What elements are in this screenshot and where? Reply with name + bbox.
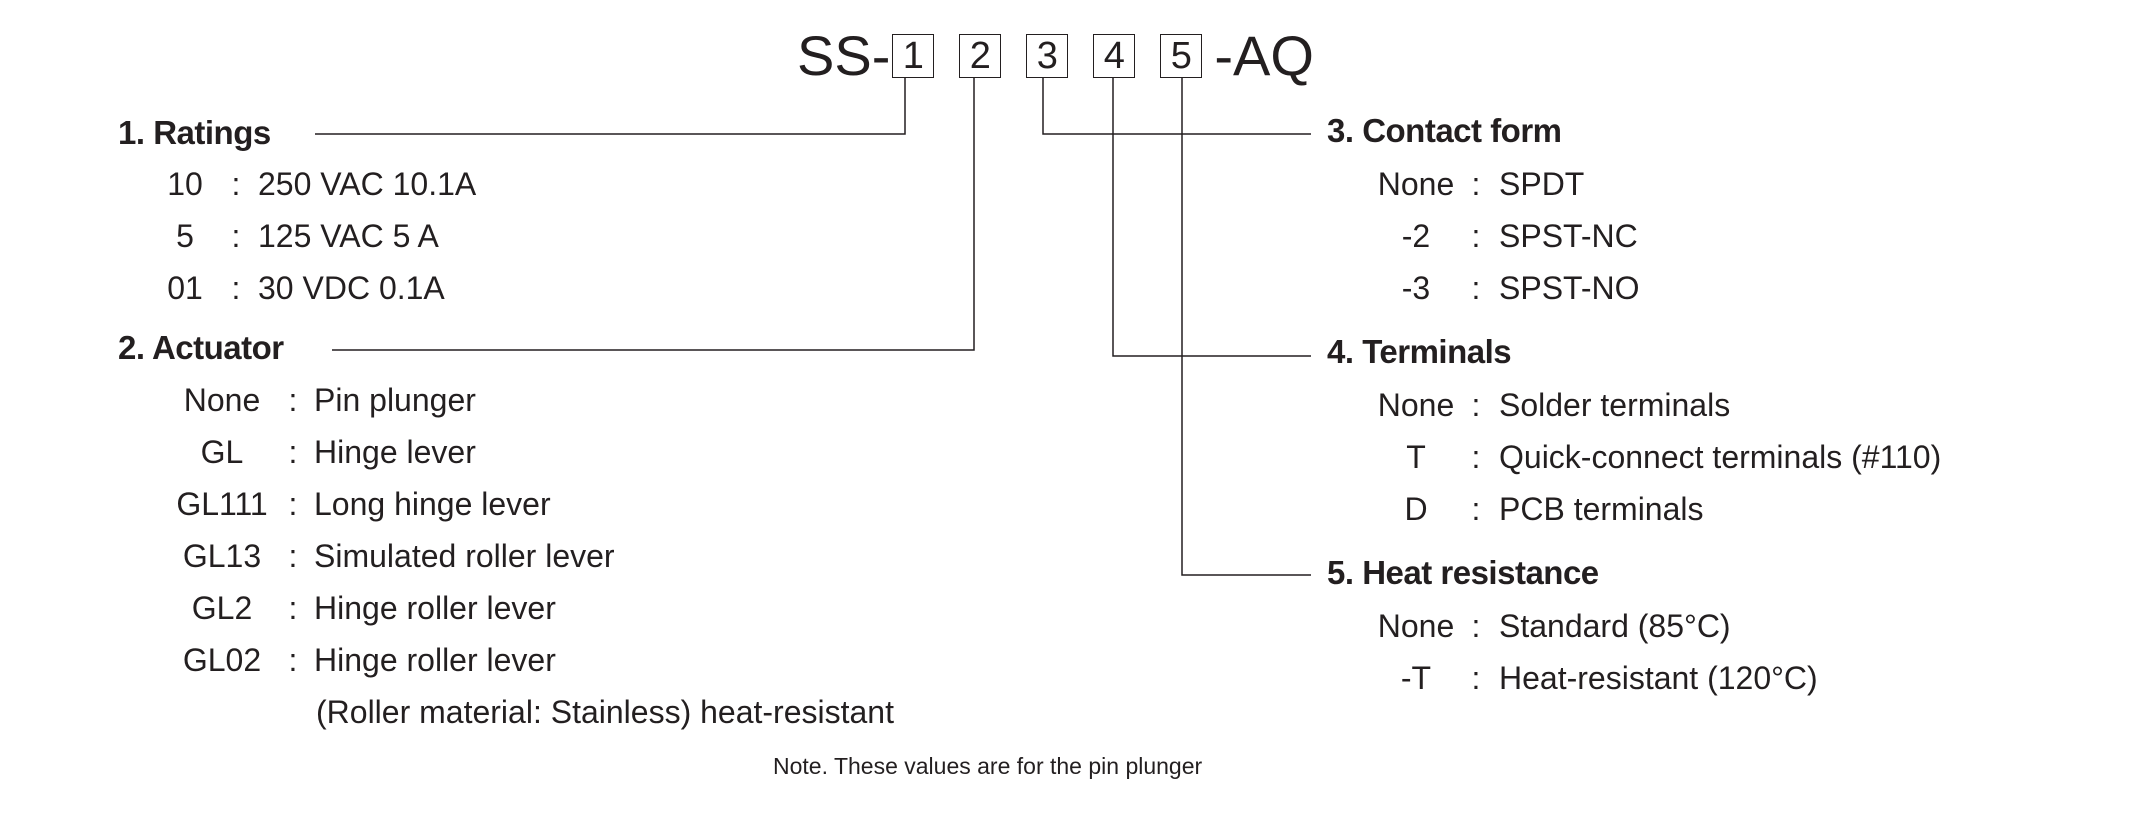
option-description: Quick-connect terminals (#110) xyxy=(1499,439,1942,475)
leader-line-terminals xyxy=(1112,78,1311,357)
option-row-contact-form: -2: SPST-NC xyxy=(1373,218,1638,254)
option-code: GL111 xyxy=(176,486,268,522)
code-box-1: 1 xyxy=(892,34,935,78)
option-separator: : xyxy=(288,538,298,574)
option-separator: : xyxy=(288,590,298,626)
section-heading-actuator: 2. Actuator xyxy=(118,329,284,366)
option-description: Pin plunger xyxy=(314,382,476,418)
option-row-actuator: GL02: Hinge roller lever xyxy=(164,642,556,678)
option-description: Standard (85°C) xyxy=(1499,608,1731,644)
option-separator: : xyxy=(1471,218,1481,254)
code-box-4: 4 xyxy=(1093,34,1136,78)
section-heading-ratings: 1. Ratings xyxy=(118,114,271,151)
option-description: Simulated roller lever xyxy=(314,538,615,574)
option-code: 01 xyxy=(167,270,203,306)
option-separator: : xyxy=(1471,270,1481,306)
option-description: 125 VAC 5 A xyxy=(258,218,439,254)
option-separator: : xyxy=(1471,660,1481,696)
option-row-actuator: None: Pin plunger xyxy=(164,382,476,418)
option-separator: : xyxy=(288,486,298,522)
option-description: SPST-NO xyxy=(1499,270,1640,306)
option-code: GL xyxy=(200,434,244,470)
option-row-terminals: T: Quick-connect terminals (#110) xyxy=(1373,439,1941,475)
option-row-contact-form: None: SPDT xyxy=(1373,166,1585,202)
option-description: Hinge lever xyxy=(314,434,476,470)
option-separator: : xyxy=(288,382,298,418)
option-code: None xyxy=(183,382,261,418)
leader-line-heat-resistance xyxy=(1181,78,1311,576)
option-row-actuator: GL111: Long hinge lever xyxy=(164,486,551,522)
option-separator: : xyxy=(1471,439,1481,475)
option-row-ratings: 10:250 VAC 10.1A xyxy=(164,166,476,202)
option-description: SPST-NC xyxy=(1499,218,1638,254)
option-code: -3 xyxy=(1401,270,1431,306)
option-description: 250 VAC 10.1A xyxy=(258,166,477,202)
option-row-ratings: 5:125 VAC 5 A xyxy=(164,218,439,254)
option-description: Heat-resistant (120°C) xyxy=(1499,660,1818,696)
model-code: SS- 1 2 3 4 5 -AQ xyxy=(797,28,1314,84)
option-description: Hinge roller lever xyxy=(314,590,556,626)
option-code: None xyxy=(1377,166,1455,202)
option-separator: : xyxy=(231,218,241,254)
leader-line-ratings xyxy=(315,78,906,135)
option-code: 10 xyxy=(167,166,203,202)
option-separator: : xyxy=(231,166,241,202)
code-box-5: 5 xyxy=(1160,34,1203,78)
option-description: SPDT xyxy=(1499,166,1585,202)
option-row-actuator: GL13: Simulated roller lever xyxy=(164,538,615,574)
option-separator: : xyxy=(288,434,298,470)
option-code: D xyxy=(1404,491,1428,527)
option-code: None xyxy=(1377,387,1455,423)
leader-line-actuator xyxy=(332,78,975,351)
option-code: 5 xyxy=(176,218,194,254)
section-heading-heat-resistance: 5. Heat resistance xyxy=(1327,554,1599,591)
option-row-heat-resistance: None: Standard (85°C) xyxy=(1373,608,1731,644)
option-separator: : xyxy=(1471,166,1481,202)
option-separator: : xyxy=(1471,387,1481,423)
option-description: Solder terminals xyxy=(1499,387,1731,423)
code-box-3: 3 xyxy=(1026,34,1069,78)
option-code: T xyxy=(1406,439,1426,475)
model-prefix: SS- xyxy=(797,24,891,87)
option-row-heat-resistance: -T: Heat-resistant (120°C) xyxy=(1373,660,1818,696)
option-code: GL2 xyxy=(191,590,253,626)
option-description: 30 VDC 0.1A xyxy=(258,270,445,306)
option-row-terminals: None: Solder terminals xyxy=(1373,387,1730,423)
model-suffix: -AQ xyxy=(1214,24,1314,87)
footnote: Note. These values are for the pin plung… xyxy=(773,753,1203,779)
option-description: Hinge roller lever xyxy=(314,642,556,678)
option-row-actuator: GL: Hinge lever xyxy=(164,434,476,470)
option-description: PCB terminals xyxy=(1499,491,1704,527)
option-description-continuation: (Roller material: Stainless) heat-resist… xyxy=(316,694,894,730)
option-row-terminals: D: PCB terminals xyxy=(1373,491,1704,527)
option-code: -T xyxy=(1400,660,1432,696)
option-separator: : xyxy=(231,270,241,306)
option-row-ratings: 01:30 VDC 0.1A xyxy=(164,270,445,306)
option-description: Long hinge lever xyxy=(314,486,551,522)
option-separator: : xyxy=(1471,491,1481,527)
option-row-actuator: GL2: Hinge roller lever xyxy=(164,590,556,626)
code-box-2: 2 xyxy=(959,34,1002,78)
option-code: -2 xyxy=(1401,218,1431,254)
option-code: GL02 xyxy=(182,642,262,678)
section-heading-contact-form: 3. Contact form xyxy=(1327,112,1562,149)
section-heading-terminals: 4. Terminals xyxy=(1327,333,1512,370)
option-code: None xyxy=(1377,608,1455,644)
option-row-contact-form: -3: SPST-NO xyxy=(1373,270,1640,306)
option-code: GL13 xyxy=(182,538,262,574)
option-separator: : xyxy=(288,642,298,678)
option-separator: : xyxy=(1471,608,1481,644)
leader-line-contact-form xyxy=(1042,78,1311,135)
